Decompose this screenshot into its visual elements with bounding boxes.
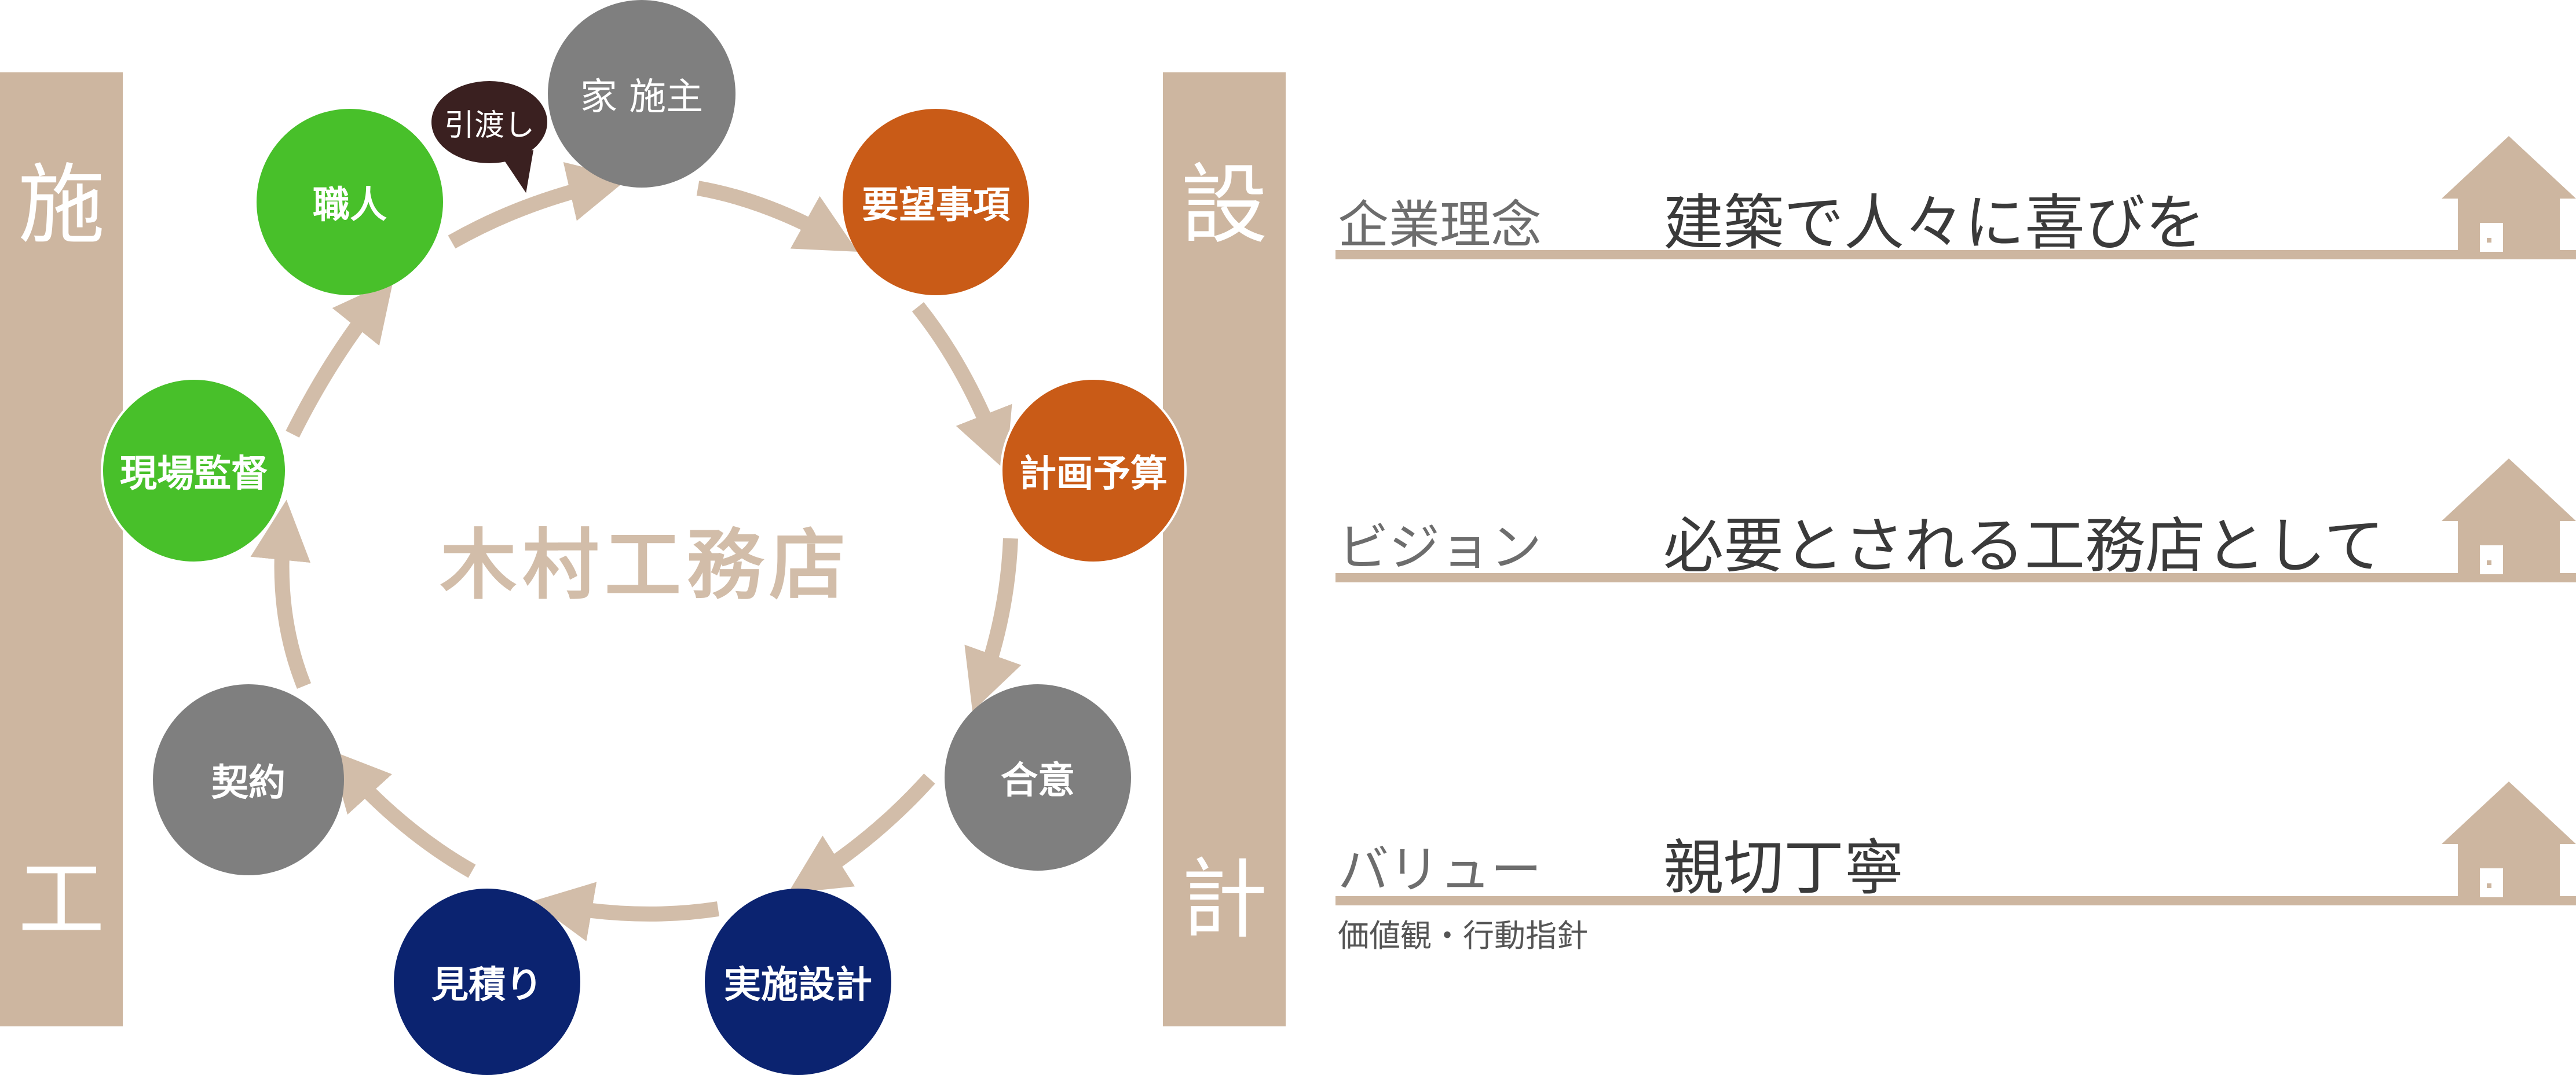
node-craftsman: 職人 xyxy=(257,109,443,295)
arrow-request-plan xyxy=(912,302,1012,471)
arrow-design-estimate xyxy=(532,882,719,941)
node-design: 実施設計 xyxy=(705,889,891,1075)
row-label: バリュー xyxy=(1338,840,1542,900)
row-value: 建築で人々に喜びを xyxy=(1663,188,2206,258)
node-plan: 計画予算 xyxy=(1000,377,1187,564)
arrow-contract-super xyxy=(250,500,312,689)
node-client: 家 施主 xyxy=(548,0,736,188)
house-icon xyxy=(2442,136,2576,258)
house-icon xyxy=(2442,782,2576,903)
house-icon xyxy=(2442,458,2576,580)
node-agree: 合意 xyxy=(945,684,1131,871)
row-value: 親切丁寧 xyxy=(1663,832,1905,903)
node-request: 要望事項 xyxy=(843,109,1029,295)
handover-bubble: 引渡し xyxy=(431,81,547,163)
node-estimate: 見積り xyxy=(394,889,580,1075)
sidebar-bottom-char: 計 xyxy=(1180,850,1268,951)
node-supervisor: 現場監督 xyxy=(101,377,287,564)
arrow-client-request xyxy=(696,181,858,252)
company-name: 木村工務店 xyxy=(440,521,851,610)
arrow-plan-agree xyxy=(964,538,1022,712)
row-underline xyxy=(1335,250,2576,259)
row-label: 企業理念 xyxy=(1338,195,1542,255)
row-note: 価値観・行動指針 xyxy=(1338,918,1588,954)
sidebar-bottom-char: 工 xyxy=(17,850,105,951)
arrow-craft-client xyxy=(448,162,629,249)
construction-sidebar: 施 工 xyxy=(0,72,123,1026)
row-underline xyxy=(1335,573,2576,582)
sidebar-top-char: 設 xyxy=(1180,155,1268,256)
arrow-agree-design xyxy=(788,773,935,894)
node-contract: 契約 xyxy=(153,684,344,875)
sidebar-top-char: 施 xyxy=(17,155,105,256)
row-underline xyxy=(1335,896,2576,905)
arrow-super-craft xyxy=(286,280,394,438)
design-sidebar: 設 計 xyxy=(1163,72,1286,1026)
arrow-estimate-contract xyxy=(329,750,476,878)
row-value: 必要とされる工務店として xyxy=(1663,511,2384,581)
row-label: ビジョン xyxy=(1338,518,1542,577)
